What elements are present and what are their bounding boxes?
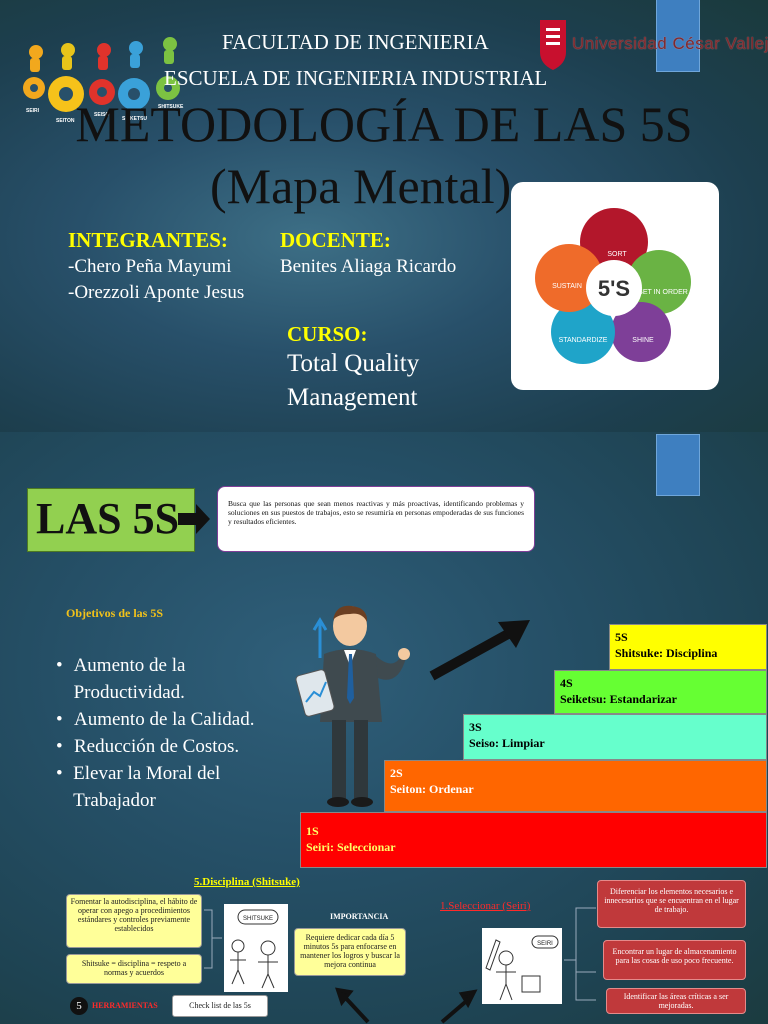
gears-people-logo: SEIRI SEITON SEISO SEIKETSU SHITSUKE: [23, 37, 184, 124]
mind-map-slide: LAS 5S Busca que las personas que sean m…: [0, 432, 768, 1024]
seleccionar-title: 1.Seleccionar (Seiri): [440, 900, 531, 912]
integrante-2: -Orezzoli Aponte Jesus: [68, 282, 245, 303]
definition-box: Busca que las personas que sean menos re…: [217, 486, 535, 552]
curso-label: CURSO:: [287, 322, 368, 346]
note-shitsuke: Shitsuke = disciplina = respeto a normas…: [66, 954, 202, 984]
petal-sustain: SUSTAIN: [552, 283, 582, 290]
curso-line-1: Total Quality: [287, 350, 420, 377]
objetivos-list: •Aumento de la Productividad. •Aumento d…: [56, 652, 296, 814]
badge-5: 5: [70, 997, 88, 1015]
shitsuke-tag: SHITSUKE: [243, 916, 273, 922]
gear-label-seiketsu: SEIKETSU: [122, 116, 147, 122]
bracket-connector-left: [204, 909, 222, 969]
flower-center-label: 5'S: [598, 276, 630, 301]
accent-bar-2: [656, 434, 700, 496]
five-s-flower-diagram: 5'S SORT SET IN ORDER SHINE STANDARDIZE …: [535, 208, 691, 364]
seiri-cartoon: SEIRI: [482, 928, 562, 1004]
title-slide: SEIRI SEITON SEISO SEIKETSU SHITSUKE FAC…: [0, 0, 768, 432]
objetivo-item: •Elevar la Moral del Trabajador: [56, 763, 221, 811]
gear-label-seiton: SEITON: [56, 118, 75, 124]
seiri-tag: SEIRI: [537, 941, 553, 947]
petal-standardize: STANDARDIZE: [559, 337, 608, 344]
las-5s-heading: LAS 5S: [27, 488, 195, 552]
importancia-title: IMPORTANCIA: [330, 912, 389, 921]
objetivos-title: Objetivos de las 5S: [66, 606, 164, 620]
ucv-shield-icon: [540, 20, 566, 70]
school-text: ESCUELA DE INGENIERIA INDUSTRIAL: [164, 66, 548, 90]
accent-bar: [656, 0, 700, 72]
docente-name: Benites Aliaga Ricardo: [280, 256, 457, 277]
university-name: Universidad César Vallejo: [572, 34, 768, 53]
red-note-diferenciar: Diferenciar los elementos necesarios e i…: [597, 880, 746, 928]
red-note-almacenamiento: Encontrar un lugar de almacenamiento par…: [603, 940, 746, 980]
five-s-flower-card: 5'S SORT SET IN ORDER SHINE STANDARDIZE …: [511, 182, 719, 390]
bracket-connector-right: [564, 907, 596, 1001]
red-note-areas-criticas: Identificar las áreas críticas a ser mej…: [606, 988, 746, 1014]
disciplina-title: 5.Disciplina (Shitsuke): [194, 876, 300, 888]
petal-sort: SORT: [607, 251, 627, 258]
docente-label: DOCENTE:: [280, 228, 391, 252]
title-line-2: (Mapa Mental): [210, 158, 512, 214]
bottom-arrows-icon: [335, 987, 478, 1024]
petal-set-in-order: SET IN ORDER: [638, 289, 688, 296]
integrante-1: -Chero Peña Mayumi: [68, 256, 232, 277]
curso-line-2: Management: [287, 384, 418, 411]
herramientas-label: HERRAMIENTAS: [92, 1001, 158, 1010]
gear-label-seiso: SEISO: [94, 112, 109, 118]
checklist-box: Check list de las 5s: [172, 995, 268, 1017]
importancia-note: Requiere dedicar cada día 5 minutos 5s p…: [294, 928, 406, 976]
integrantes-label: INTEGRANTES:: [68, 228, 228, 252]
note-autodisciplina: Fomentar la autodisciplina, el hábito de…: [66, 894, 202, 948]
faculty-text: FACULTAD DE INGENIERIA: [222, 30, 489, 54]
objetivo-item: •Aumento de la Productividad.: [56, 655, 186, 703]
gear-label-shitsuke: SHITSUKE: [158, 104, 184, 110]
petal-shine: SHINE: [632, 337, 654, 344]
arrow-right-icon: [178, 504, 210, 534]
title-line-1: METODOLOGÍA DE LAS 5S: [75, 96, 693, 152]
objetivo-item: •Aumento de la Calidad.: [56, 709, 255, 730]
objetivo-item: •Reducción de Costos.: [56, 736, 240, 757]
businessman-illustration: [295, 605, 410, 807]
gear-label-seiri: SEIRI: [26, 108, 40, 114]
growth-arrow-icon: [429, 620, 530, 681]
shitsuke-cartoon: SHITSUKE: [224, 904, 288, 992]
